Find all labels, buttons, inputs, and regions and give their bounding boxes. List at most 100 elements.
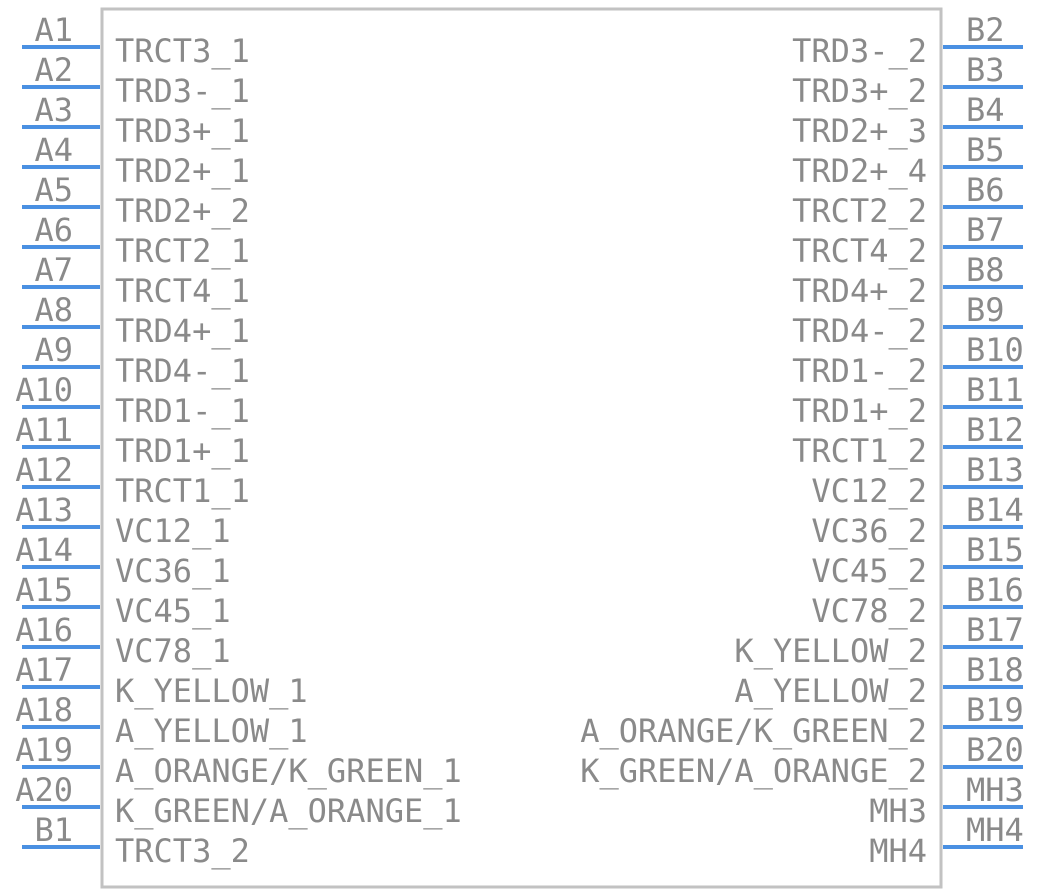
pin-signal-label: TRD4-_2 — [792, 312, 927, 350]
pin-signal-label: TRD2+_3 — [792, 112, 927, 150]
pin-number: B8 — [966, 251, 1005, 289]
pin-number: B2 — [966, 11, 1005, 49]
pin-number: A18 — [15, 691, 73, 729]
pin-number: B1 — [34, 811, 73, 849]
pin-signal-label: TRCT2_2 — [792, 192, 927, 230]
pin-signal-label: TRCT3_1 — [115, 32, 250, 70]
pin-number: A15 — [15, 571, 73, 609]
pin-signal-label: TRD3+_2 — [792, 72, 927, 110]
pin-signal-label: K_YELLOW_2 — [734, 632, 927, 670]
pin-signal-label: TRD2+_1 — [115, 152, 250, 190]
pin-number: B20 — [966, 731, 1024, 769]
pin-number: B4 — [966, 91, 1005, 129]
pin-number: A5 — [34, 171, 73, 209]
pin-signal-label: MH4 — [869, 832, 927, 870]
pin-number: B10 — [966, 331, 1024, 369]
pin-signal-label: TRCT4_1 — [115, 272, 250, 310]
pin-number: A2 — [34, 51, 73, 89]
pin-signal-label: A_ORANGE/K_GREEN_2 — [580, 712, 927, 750]
pin-number: B16 — [966, 571, 1024, 609]
pin-signal-label: VC12_2 — [811, 472, 927, 510]
pin-number: B9 — [966, 291, 1005, 329]
pin-signal-label: TRD3-_2 — [792, 32, 927, 70]
pin-number: A11 — [15, 411, 73, 449]
pin-number: MH3 — [966, 771, 1024, 809]
pin-number: A19 — [15, 731, 73, 769]
pin-signal-label: VC12_1 — [115, 512, 231, 550]
pin-signal-label: K_YELLOW_1 — [115, 672, 308, 710]
pin-signal-label: A_ORANGE/K_GREEN_1 — [115, 752, 462, 790]
pin-signal-label: VC36_1 — [115, 552, 231, 590]
pin-signal-label: TRD1+_2 — [792, 392, 927, 430]
pin-signal-label: TRD1-_1 — [115, 392, 250, 430]
pin-number: A7 — [34, 251, 73, 289]
pin-signal-label: TRCT1_1 — [115, 472, 250, 510]
pin-number: A4 — [34, 131, 73, 169]
pin-number: A6 — [34, 211, 73, 249]
pin-number: A17 — [15, 651, 73, 689]
pin-number: A10 — [15, 371, 73, 409]
pin-signal-label: TRD4+_1 — [115, 312, 250, 350]
pin-number: A9 — [34, 331, 73, 369]
pin-number: B3 — [966, 51, 1005, 89]
pin-signal-label: TRD1-_2 — [792, 352, 927, 390]
pin-signal-label: K_GREEN/A_ORANGE_2 — [580, 752, 927, 790]
pin-signal-label: TRCT3_2 — [115, 832, 250, 870]
pin-signal-label: K_GREEN/A_ORANGE_1 — [115, 792, 462, 830]
pin-number: B14 — [966, 491, 1024, 529]
pin-signal-label: TRD2+_2 — [115, 192, 250, 230]
pin-signal-label: VC45_1 — [115, 592, 231, 630]
pin-number: A14 — [15, 531, 73, 569]
pin-signal-label: MH3 — [869, 792, 927, 830]
pin-number: B18 — [966, 651, 1024, 689]
pin-signal-label: VC78_1 — [115, 632, 231, 670]
pin-signal-label: TRD3+_1 — [115, 112, 250, 150]
pin-signal-label: VC36_2 — [811, 512, 927, 550]
pin-signal-label: VC78_2 — [811, 592, 927, 630]
pin-number: A16 — [15, 611, 73, 649]
pin-number: B15 — [966, 531, 1024, 569]
pin-signal-label: TRD4-_1 — [115, 352, 250, 390]
left-pin-group: A1TRCT3_1A2TRD3-_1A3TRD3+_1A4TRD2+_1A5TR… — [15, 11, 462, 870]
pin-signal-label: TRD3-_1 — [115, 72, 250, 110]
pin-number: B6 — [966, 171, 1005, 209]
pin-signal-label: A_YELLOW_2 — [734, 672, 927, 710]
pin-number: A13 — [15, 491, 73, 529]
pin-signal-label: TRCT2_1 — [115, 232, 250, 270]
pin-signal-label: TRD2+_4 — [792, 152, 927, 190]
